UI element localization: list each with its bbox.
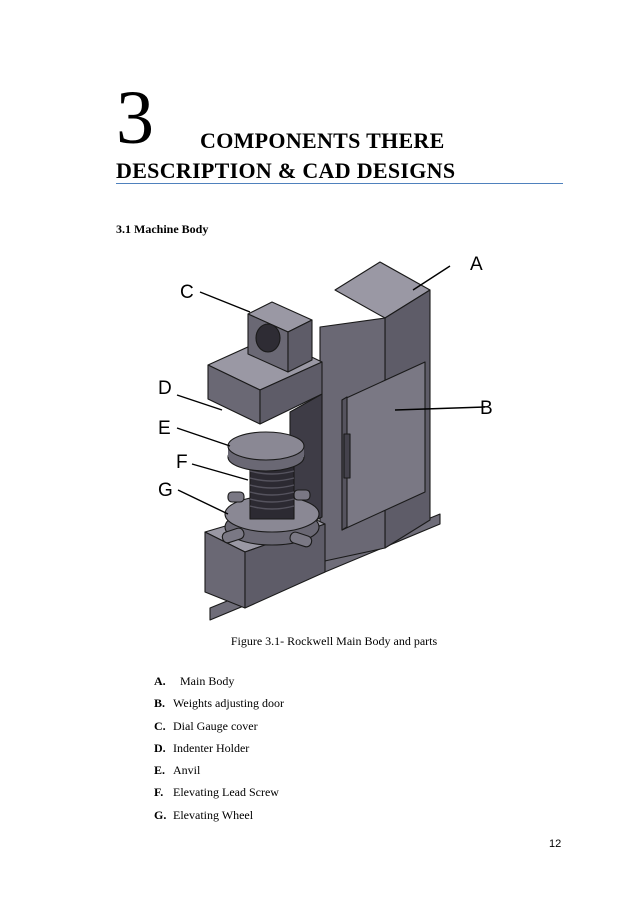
wheel-handle-right [289,531,313,548]
label-d: D [158,378,172,399]
list-item-letter: D. [154,740,166,755]
section-heading: 3.1 Machine Body [116,222,209,236]
list-item-text: Main Body [180,674,235,688]
wheel-handle-back-left [227,491,245,503]
list-item-text: Dial Gauge cover [173,718,258,733]
list-item-letter: B. [154,696,166,711]
chapter-number: 3 [116,76,154,160]
wheel-handle-back-right [293,489,311,501]
dial-cover-side [287,319,313,373]
list-item: B. Weights adjusting door [154,696,284,718]
list-item: F. Elevating Lead Screw [154,785,284,807]
figure-caption-text: Figure 3.1- Rockwell Main Body and parts [230,634,438,648]
list-item-text: Weights adjusting door [173,696,285,711]
label-g: G [158,480,173,501]
chapter-title-line-2: DESCRIPTION & CAD DESIGNS [116,158,456,183]
list-item-text: Elevating Lead Screw [173,785,279,800]
screw-threads [249,463,295,510]
list-item-letter: F. [154,785,164,800]
label-c: C [180,282,194,303]
figure-caption: Figure 3.1- Rockwell Main Body and parts [0,634,638,649]
list-item-letter: E. [154,763,166,778]
list-item: D. Indenter Holder [154,741,284,763]
list-item-text: Elevating Wheel [173,807,254,822]
list-item-text: Anvil [173,763,201,778]
dial-hole [255,323,281,353]
list-item-text: Indenter Holder [173,740,250,755]
list-item-letter: G. [154,807,167,822]
list-item: G. Elevating Wheel [154,808,284,830]
page-number: 12 [549,838,562,850]
label-e: E [158,418,171,439]
wheel-handle-left [221,527,245,544]
label-b: B [480,398,493,419]
machine-figure: A B C D E F G [158,254,493,621]
list-item-letter: C. [154,718,166,733]
label-f: F [176,452,188,473]
door-handle [343,433,351,479]
list-item: E. Anvil [154,763,284,785]
list-item-letter: A. [154,674,166,688]
parts-list: A. Main Body B. Weights adjusting door C. D… [154,674,284,830]
head-side [259,361,323,425]
list-item: C. Dial Gauge cover [154,719,284,741]
heading-rule [116,183,563,184]
list-item: A. Main Body [154,674,284,696]
chapter-title-line-1: COMPONENTS THERE [200,128,445,153]
label-a: A [470,254,483,275]
anvil-top [227,431,305,461]
